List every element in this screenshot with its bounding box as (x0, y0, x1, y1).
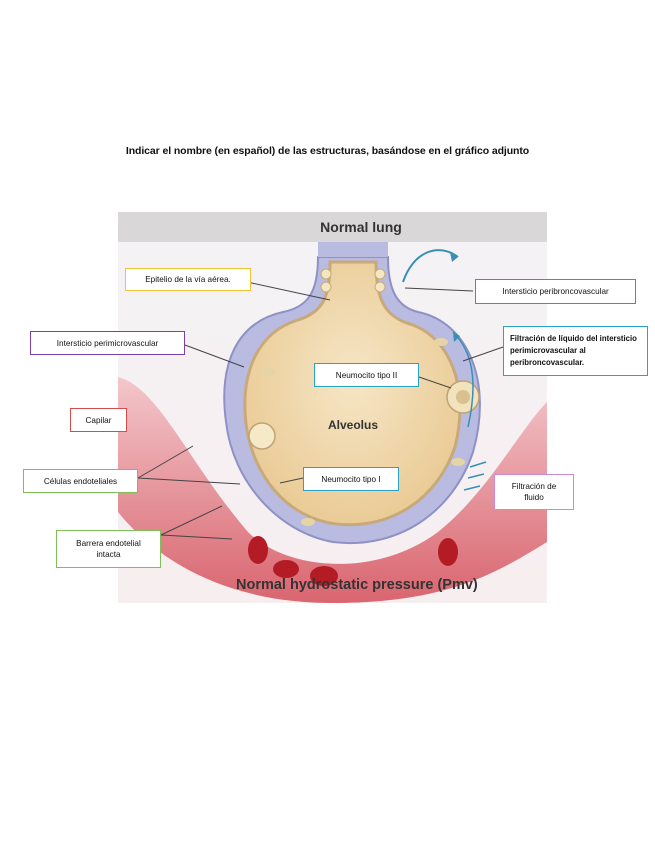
title-band (118, 212, 547, 242)
epithelial-cell (374, 281, 386, 293)
figure-title: Normal lung (320, 219, 402, 235)
label-neumocito-i: Neumocito tipo I (303, 467, 399, 491)
epithelial-cell (374, 268, 386, 280)
instruction-heading: Indicar el nombre (en español) de las es… (125, 145, 530, 157)
arrowhead (453, 332, 460, 342)
leader-barrera-1 (160, 505, 223, 536)
leader-neumocito-i (279, 477, 304, 484)
leader-neumocito-ii (418, 376, 452, 389)
label-neumocito-ii: Neumocito tipo II (314, 363, 419, 387)
cell-nucleus (301, 518, 315, 526)
epithelial-cell (320, 281, 332, 293)
label-celulas-endoteliales: Células endoteliales (23, 469, 138, 493)
alveolus (243, 260, 462, 527)
leader-celulas-endoteliales-1 (137, 445, 194, 479)
bottom-caption: Normal hydrostatic pressure (Pmv) (236, 577, 478, 593)
epithelial-cell (320, 268, 332, 280)
label-epitelio: Epitelio de la vía aérea. (125, 268, 251, 291)
cell-nucleus (261, 368, 275, 376)
filtration-arrow (469, 461, 487, 468)
red-blood-cell (438, 538, 458, 566)
label-intersticio-peribroncovascular: Intersticio peribroncovascular (475, 279, 636, 304)
type-ii-nucleus (456, 390, 470, 404)
leader-intersticio-peribroncovascular (404, 287, 474, 292)
leader-intersticio-perimicrovascular (184, 344, 245, 368)
label-barrera-endotelial: Barrera endotelial intacta (56, 530, 161, 568)
cell-nucleus (451, 458, 465, 466)
leader-celulas-endoteliales-2 (137, 477, 241, 485)
arrowhead (450, 252, 458, 262)
alveolar-macrophage (248, 422, 276, 450)
label-capilar: Capilar (70, 408, 127, 432)
leader-epitelio (246, 281, 331, 301)
airway-interstitium (318, 242, 388, 257)
label-filtracion-fluido: Filtración de fluido (494, 474, 574, 510)
normal-lung-figure: Normal lung (118, 212, 547, 603)
lung-illustration: Normal lung (118, 212, 547, 603)
red-blood-cell (310, 566, 338, 586)
cell-nucleus (434, 338, 448, 346)
flow-arrow (452, 331, 474, 428)
filtration-arrow (463, 485, 481, 491)
label-filtracion-liquido: Filtración de líquido del intersticio pe… (503, 326, 648, 376)
leader-filtracion-liquido (462, 346, 504, 362)
red-blood-cell (248, 536, 268, 564)
alveolus-label: Alveolus (328, 418, 378, 432)
filtration-arrow (467, 473, 485, 479)
leader-barrera-2 (160, 534, 233, 540)
red-blood-cell (273, 560, 299, 578)
label-intersticio-perimicrovascular: Intersticio perimicrovascular (30, 331, 185, 355)
